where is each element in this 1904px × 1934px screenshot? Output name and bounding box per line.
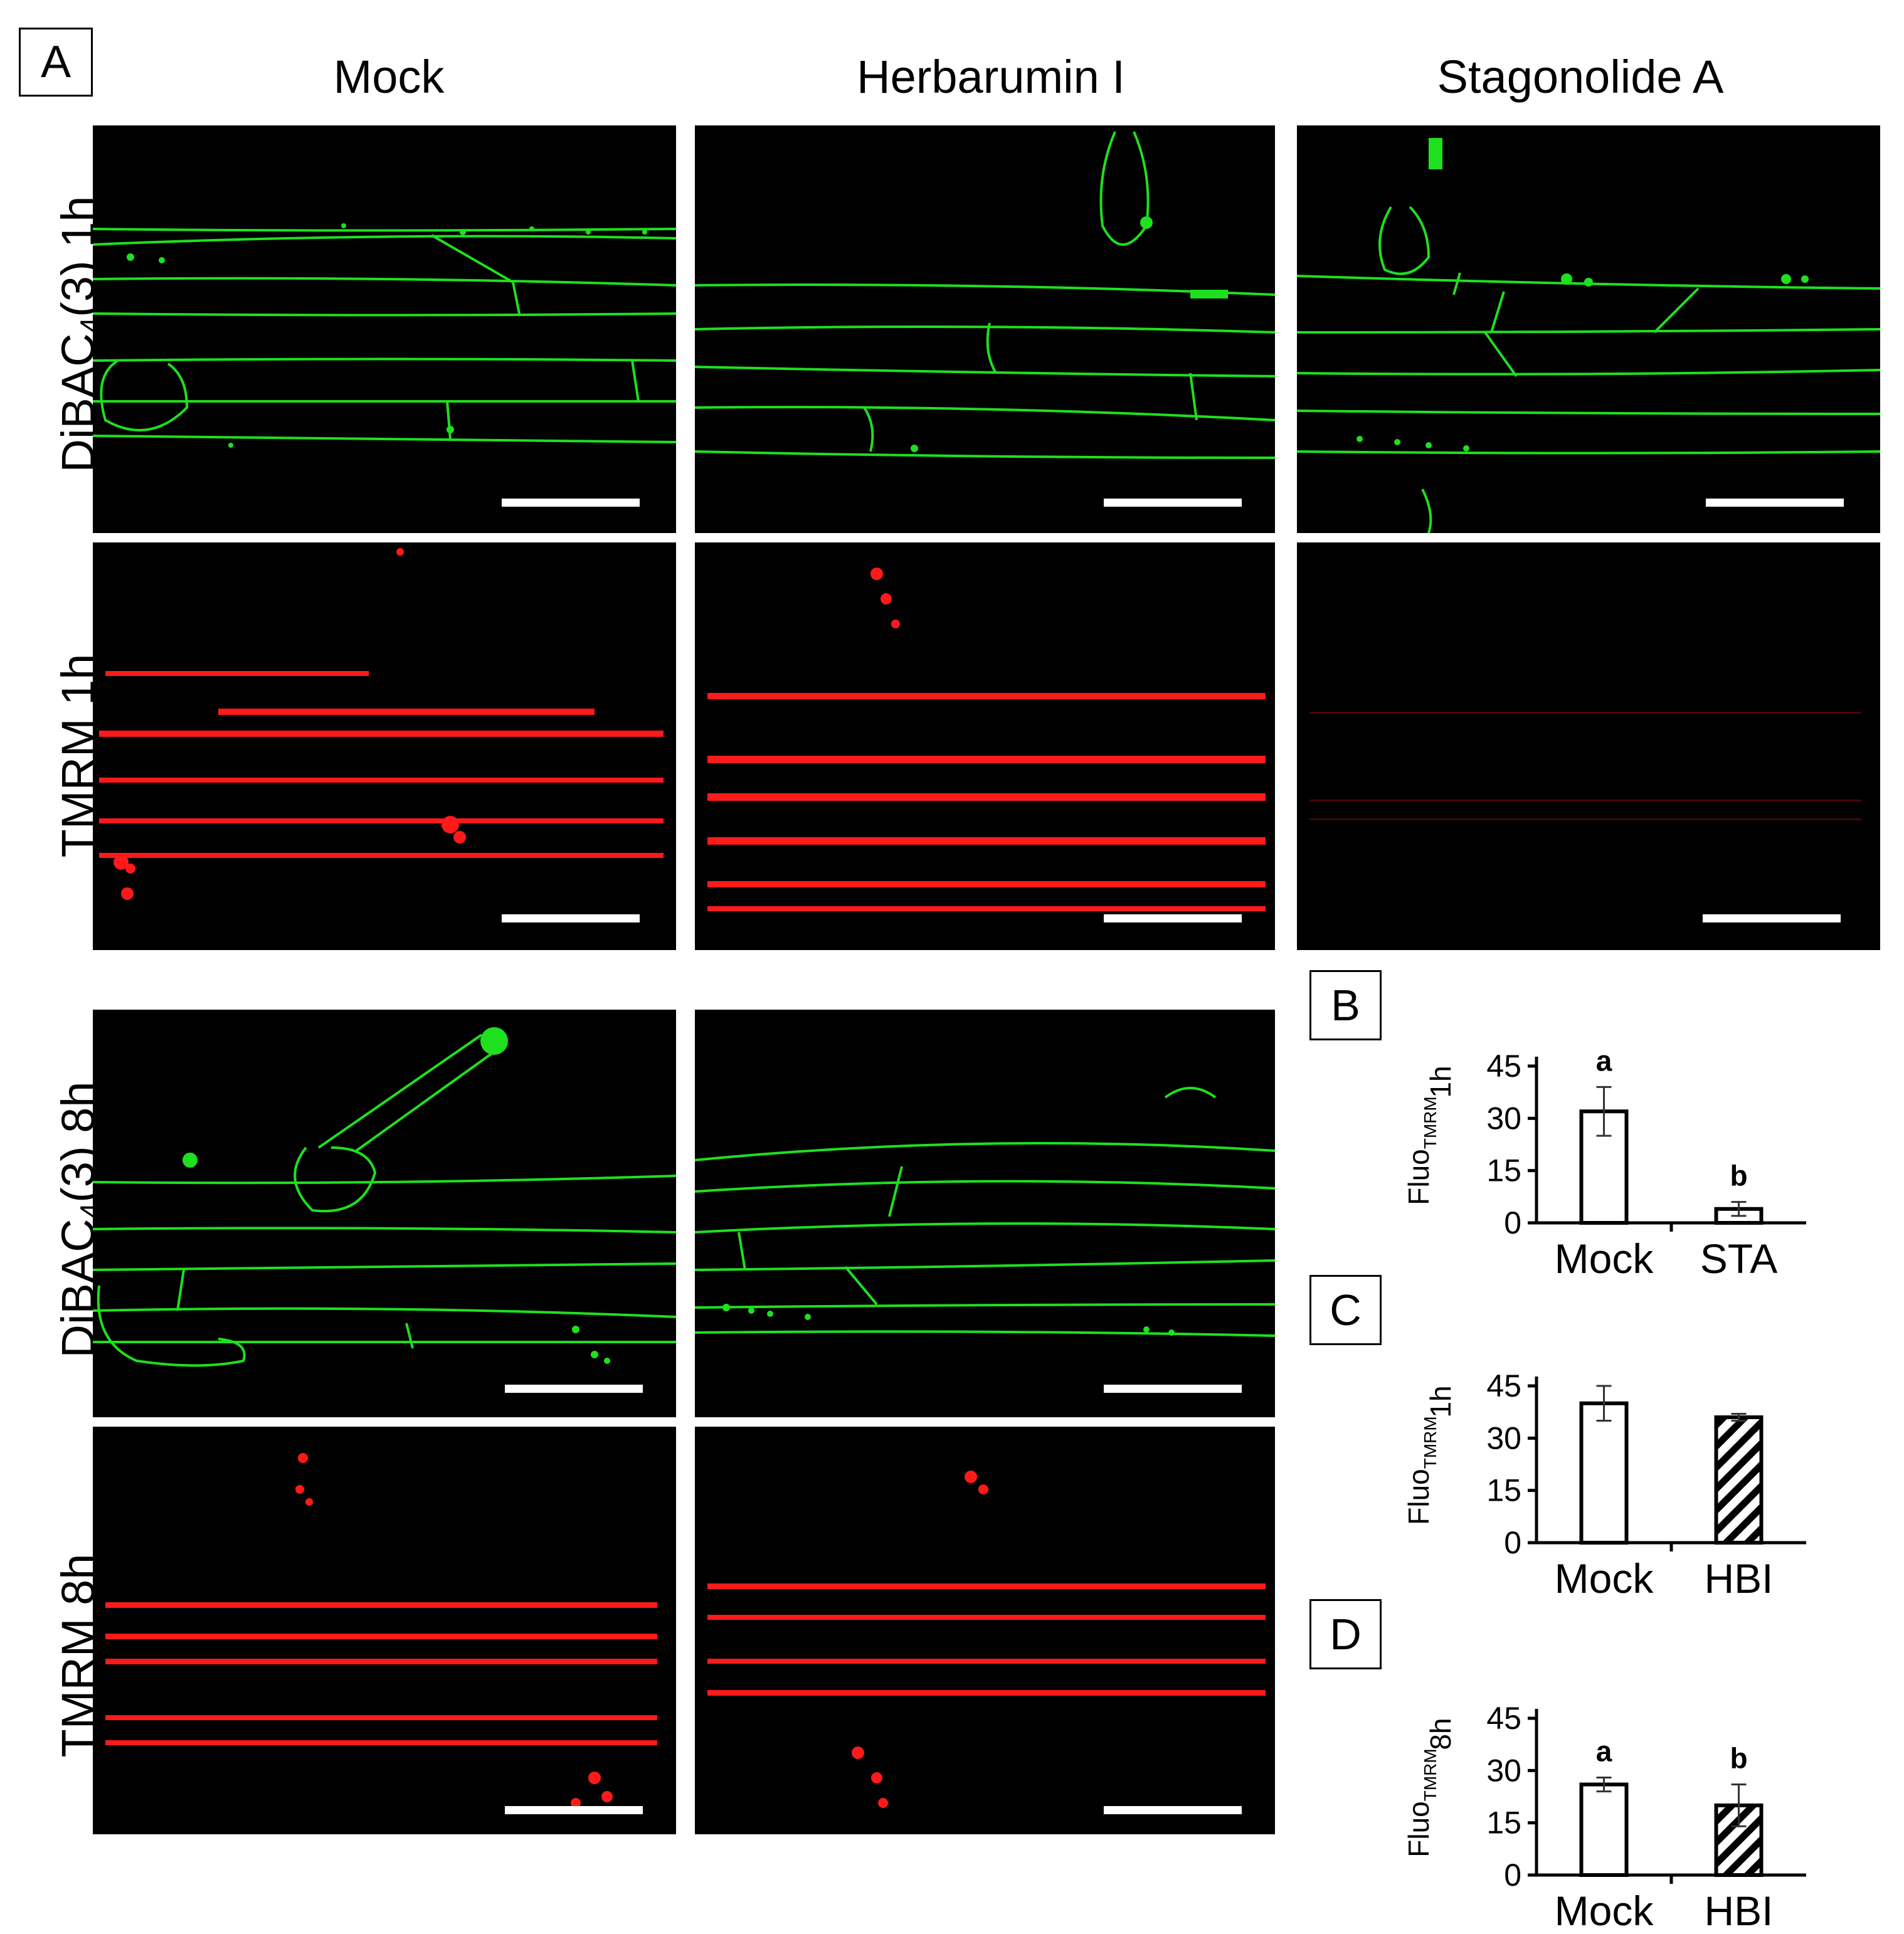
micrograph-tmrm-1h-herbarumin [695, 542, 1275, 950]
y-tick-label: 30 [1486, 1420, 1521, 1456]
y-tick-label: 0 [1504, 1525, 1521, 1560]
micrograph-tmrm-1h-mock [93, 542, 676, 950]
micrograph-dibac-1h-mock [93, 125, 676, 533]
micrograph-dibac-1h-stagonolide [1297, 125, 1880, 533]
y-tick-label: 45 [1486, 1368, 1521, 1403]
scale-bar [505, 1806, 643, 1814]
scale-bar [1104, 499, 1242, 507]
scale-bar [1104, 914, 1242, 922]
significance-letter: b [1730, 1160, 1747, 1192]
y-axis-label: FluoTMRM [1402, 1748, 1440, 1857]
panel-letter-d: D [1309, 1599, 1382, 1669]
y-axis-time-label: 1h [1424, 1065, 1457, 1097]
micrograph-tmrm-8h-mock [93, 1427, 676, 1834]
y-tick-label: 15 [1486, 1153, 1521, 1188]
category-label: Mock [1555, 1235, 1654, 1282]
y-tick-label: 45 [1486, 1701, 1521, 1736]
scale-bar [1703, 914, 1841, 922]
category-label: Mock [1555, 1555, 1654, 1602]
micrograph-dibac-8h-herbarumin [695, 1010, 1275, 1417]
y-axis-label: FluoTMRM [1402, 1416, 1440, 1524]
micrograph-dibac-8h-mock [93, 1010, 676, 1417]
y-tick-label: 15 [1486, 1473, 1521, 1508]
y-tick-label: 0 [1504, 1205, 1521, 1240]
column-title-stagonolide: Stagonolide A [1437, 51, 1724, 103]
panel-letter-a: A [19, 28, 93, 97]
scale-bar [502, 914, 640, 922]
panel-letter-c: C [1309, 1275, 1382, 1345]
column-title-mock: Mock [333, 51, 445, 103]
category-label: HBI [1704, 1555, 1773, 1602]
bar [1579, 1401, 1629, 1545]
significance-letter: a [1596, 1735, 1612, 1767]
scale-bar [1706, 499, 1844, 507]
y-tick-label: 30 [1486, 1753, 1521, 1788]
panel-letter-b: B [1309, 970, 1382, 1040]
scale-bar [502, 499, 640, 507]
category-label: HBI [1704, 1888, 1773, 1934]
category-label: Mock [1555, 1888, 1654, 1934]
bar [1714, 1415, 1764, 1545]
scale-bar [1104, 1385, 1242, 1393]
y-tick-label: 30 [1486, 1101, 1521, 1136]
y-axis-label: FluoTMRM [1402, 1096, 1440, 1205]
significance-letter: a [1596, 1044, 1612, 1077]
bar [1579, 1782, 1629, 1877]
micrograph-tmrm-8h-herbarumin [695, 1427, 1275, 1834]
scale-bar [1104, 1806, 1242, 1814]
y-axis-time-label: 8h [1424, 1718, 1457, 1750]
y-tick-label: 15 [1486, 1805, 1521, 1841]
scale-bar [505, 1385, 643, 1393]
y-tick-label: 0 [1504, 1857, 1521, 1893]
micrograph-tmrm-1h-stagonolide [1297, 542, 1880, 950]
significance-letter: b [1730, 1742, 1747, 1775]
column-title-herbarumin: Herbarumin I [857, 51, 1125, 103]
y-tick-label: 45 [1486, 1049, 1521, 1084]
micrograph-dibac-1h-herbarumin [695, 125, 1275, 533]
category-label: STA [1700, 1235, 1777, 1282]
y-axis-time-label: 1h [1424, 1385, 1457, 1417]
